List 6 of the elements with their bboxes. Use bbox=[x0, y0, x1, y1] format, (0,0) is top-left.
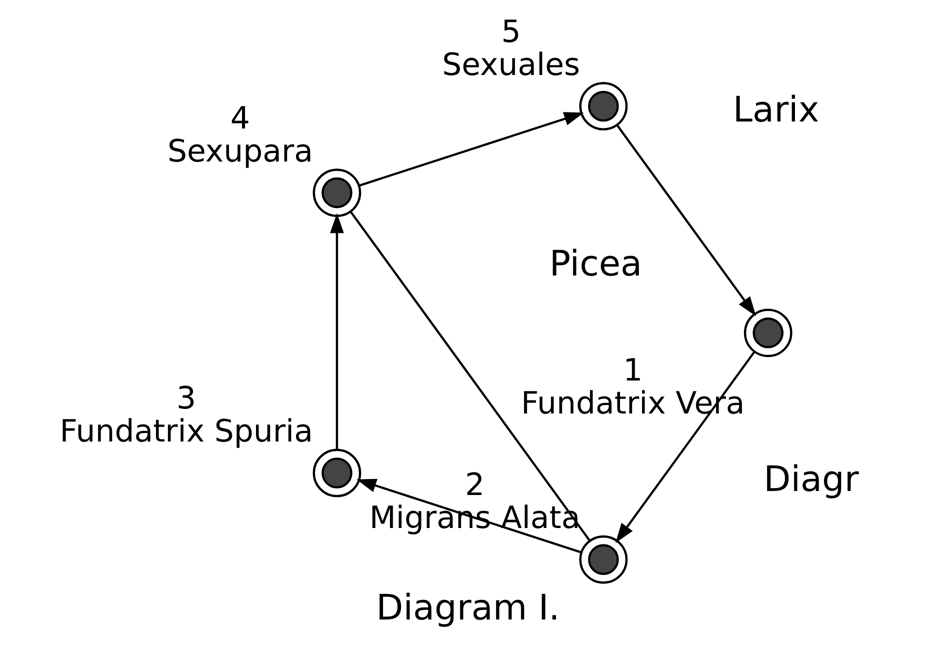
label: Diagr bbox=[764, 458, 859, 500]
label: Picea bbox=[549, 243, 642, 284]
node-label: 2 bbox=[465, 467, 485, 504]
diagram-title: Diagram I. bbox=[376, 588, 560, 629]
label: Larix bbox=[732, 89, 820, 130]
node-label: 1 bbox=[623, 352, 643, 389]
